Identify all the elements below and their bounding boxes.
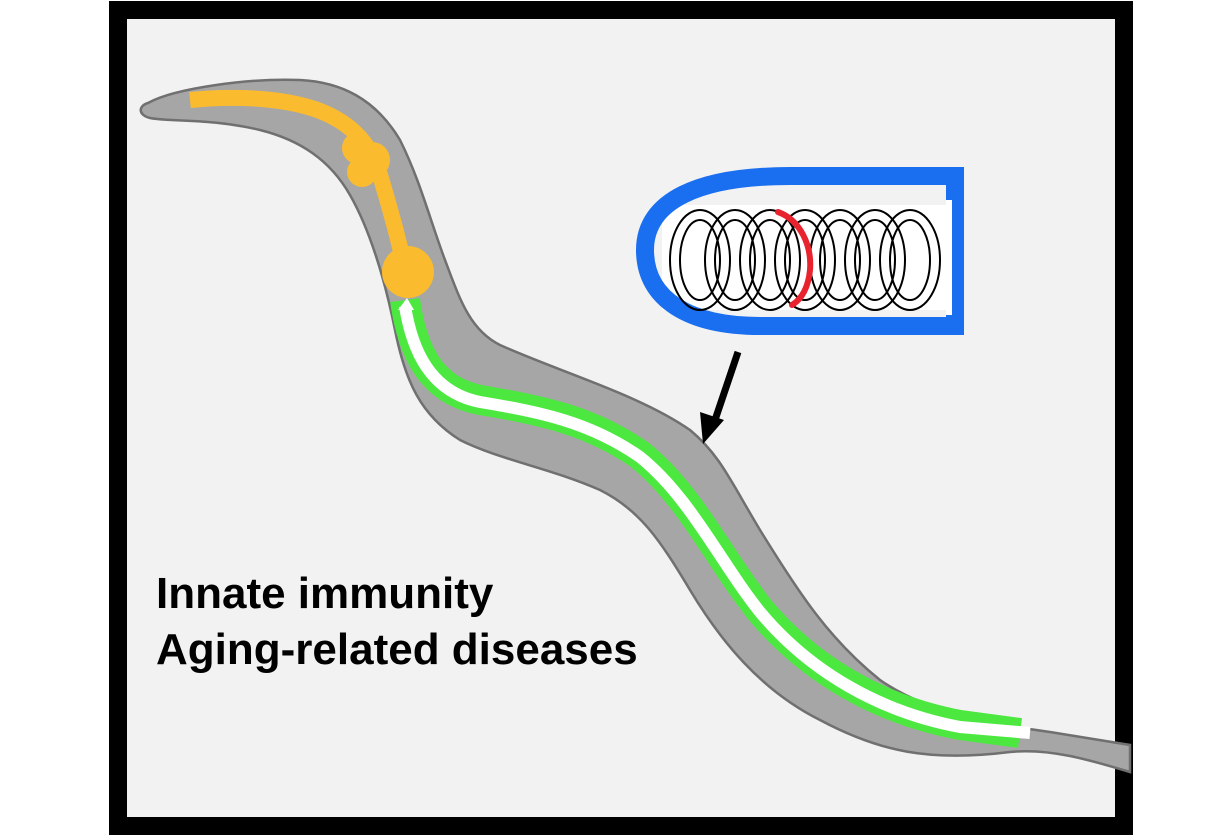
- intestine-lumen: [399, 305, 1031, 739]
- nerve-ring-bulb: [347, 157, 377, 187]
- spring-loop: [739, 209, 801, 311]
- spring-highlight-loop: [775, 209, 814, 308]
- spring-loop: [714, 219, 756, 301]
- spring-loop: [784, 219, 826, 301]
- inset-clip-right: [946, 200, 952, 315]
- label-aging-related-diseases: Aging-related diseases: [156, 625, 638, 674]
- pointer-arrow: [700, 350, 742, 444]
- pharynx-terminal-bulb: [382, 246, 434, 298]
- spring-loop: [819, 219, 861, 301]
- spring-loop: [749, 219, 791, 301]
- spring-loop: [844, 209, 906, 311]
- spring-loop: [673, 213, 727, 307]
- arrow-shaft: [711, 350, 742, 422]
- worm-body: [139, 78, 1132, 774]
- arrow-head: [700, 412, 724, 444]
- inset-border: [635, 167, 964, 335]
- spring-loop: [889, 219, 931, 301]
- intestine-lumen-tip: [398, 298, 414, 310]
- spring-loop: [669, 209, 731, 311]
- label-innate-immunity: Innate immunity: [156, 569, 494, 618]
- worm: [139, 78, 1132, 774]
- spring-loop: [774, 209, 836, 311]
- spring-loop: [879, 209, 941, 311]
- spring-loop: [704, 209, 766, 311]
- spring-loop: [679, 219, 721, 301]
- inset-magnified-view: [635, 167, 964, 335]
- spring-loop: [854, 219, 896, 301]
